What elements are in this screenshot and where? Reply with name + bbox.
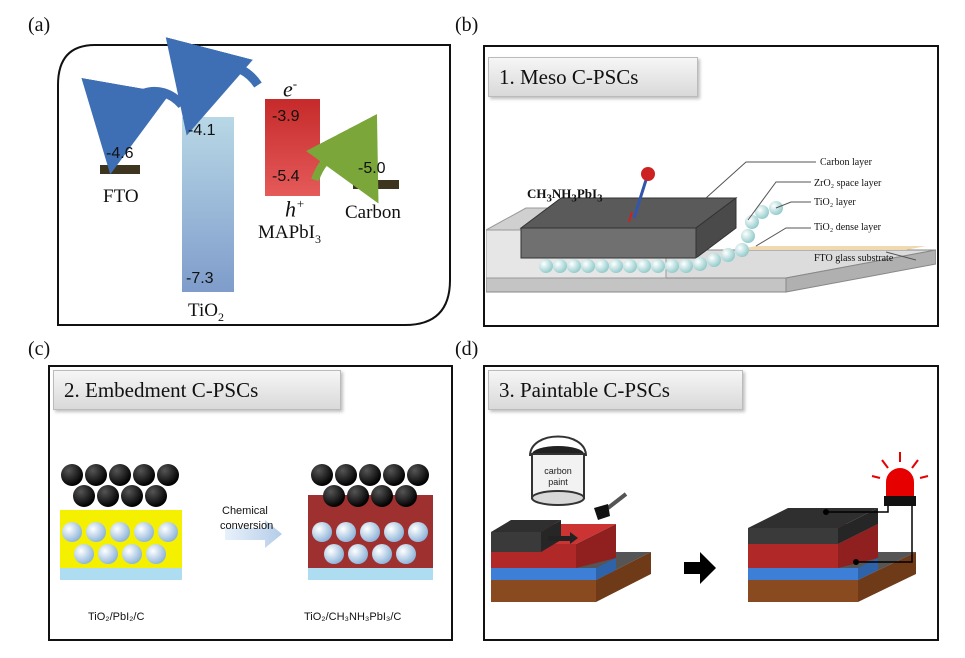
left-device xyxy=(491,520,651,602)
paint-can-icon: carbon paint xyxy=(529,435,587,506)
paint-brush-icon xyxy=(594,492,628,520)
callout-zro2-layer: ZrO₂ space layer xyxy=(814,178,882,189)
electron-symbol: e- xyxy=(283,76,298,102)
callout-tio2-dense-layer: TiO₂ dense layer xyxy=(814,222,881,233)
conversion-text-line1: Chemical xyxy=(222,505,268,517)
left-tio2-spheres xyxy=(62,522,178,564)
electron-transfer-arrow-2 xyxy=(81,77,186,175)
pipette-icon xyxy=(628,167,655,223)
panel-d-letter: (d) xyxy=(455,338,479,360)
callout-fto-substrate: FTO glass substrate xyxy=(814,253,894,264)
panel-c-illustration xyxy=(60,464,433,580)
conversion-text-line2: conversion xyxy=(220,520,274,532)
fto-level-bar xyxy=(100,165,140,174)
panel-b-letter: (b) xyxy=(455,14,479,36)
callout-carbon-layer: Carbon layer xyxy=(820,157,872,168)
right-substrate xyxy=(308,568,433,580)
callout-tio2-layer: TiO₂ layer xyxy=(814,197,856,208)
panel-d-illustration: carbon paint xyxy=(491,435,929,602)
fto-label: FTO xyxy=(103,186,139,207)
circuit-wires xyxy=(826,504,913,563)
panel-b-device-illustration xyxy=(486,161,936,293)
carbon-value: -5.0 xyxy=(358,160,386,177)
perovskite-label: CH3NH3PbI3 xyxy=(527,186,603,205)
paint-can-text-line2: paint xyxy=(548,477,568,487)
mapbi3-label: MAPbI3 xyxy=(258,222,322,246)
paint-stroke-arrow xyxy=(548,536,570,541)
panel-c-title-tab: 2. Embedment C-PSCs xyxy=(53,370,341,410)
right-device xyxy=(748,508,916,602)
mapbi3-top-value: -3.9 xyxy=(272,108,300,125)
paint-can-text-line1: carbon xyxy=(544,466,572,476)
tio2-top-value: -4.1 xyxy=(188,122,216,139)
left-substrate xyxy=(60,568,182,580)
electron-transfer-arrow-1 xyxy=(165,37,262,136)
tio2-dense-strip xyxy=(736,246,926,250)
right-tio2-spheres xyxy=(312,522,428,564)
panel-c-letter: (c) xyxy=(28,338,51,360)
process-arrow xyxy=(684,552,716,584)
left-stack-caption: TiO₂/PbI₂/C xyxy=(88,611,145,623)
tio2-band-block xyxy=(182,117,234,292)
fto-value: -4.6 xyxy=(106,145,134,162)
left-carbon-spheres xyxy=(61,464,179,507)
conversion-arrow xyxy=(225,520,282,548)
carbon-level-bar xyxy=(353,180,399,189)
panel-d-title-tab: 3. Paintable C-PSCs xyxy=(488,370,743,410)
panel-a-letter: (a) xyxy=(28,14,51,36)
panel-a-energy-diagram xyxy=(57,37,451,326)
indicator-light-icon xyxy=(871,452,929,506)
tio2-bead-layer xyxy=(539,201,783,273)
tio2-label: TiO2 xyxy=(188,300,224,324)
right-carbon-spheres xyxy=(311,464,429,507)
hole-transfer-arrow xyxy=(306,114,379,204)
panel-b-title-tab: 1. Meso C-PSCs xyxy=(488,57,698,97)
hole-symbol: h+ xyxy=(285,196,305,222)
tio2-bottom-value: -7.3 xyxy=(186,270,214,287)
mapbi3-bottom-value: -5.4 xyxy=(272,168,300,185)
carbon-label: Carbon xyxy=(345,202,401,223)
right-stack-caption: TiO₂/CH₃NH₃PbI₃/C xyxy=(304,611,402,623)
